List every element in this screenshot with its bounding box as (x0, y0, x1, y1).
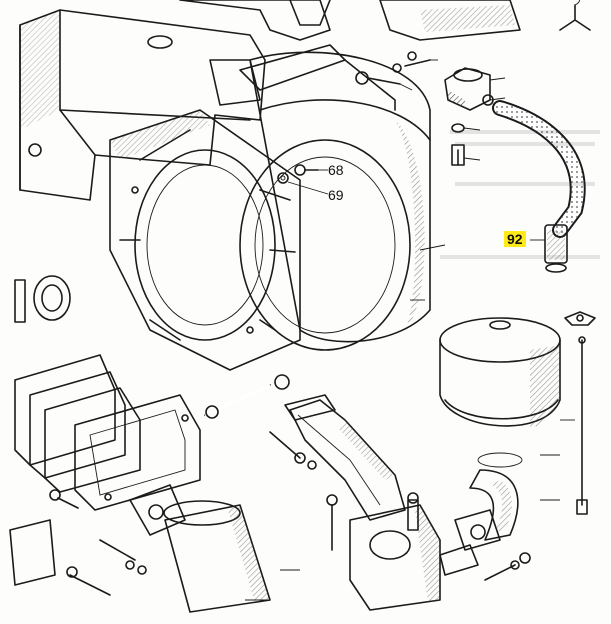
fan-cowl (209, 44, 431, 351)
lower-bracket (9, 519, 147, 596)
tie-rod (576, 336, 588, 515)
engine-shroud (19, 9, 266, 201)
leader-lines (245, 244, 575, 601)
silencer-canister (129, 484, 271, 613)
carburettor (349, 492, 479, 611)
link-rod (204, 374, 290, 419)
fan-frame-ring (109, 109, 301, 371)
bolt-left (49, 489, 79, 509)
page-bleed (440, 130, 600, 259)
callout-68: 68 (328, 162, 344, 178)
small-bolt (451, 123, 481, 166)
bolts-cluster (355, 51, 438, 91)
wing-nut (564, 311, 596, 326)
studs (269, 431, 338, 551)
elbow-duct (454, 469, 519, 551)
callout-69: 69 (328, 187, 344, 203)
callout-92: 92 (504, 231, 526, 247)
union-fitting (444, 67, 506, 111)
rubber-bushing (14, 275, 71, 323)
intake-manifold (284, 394, 406, 521)
breather-hose (492, 100, 586, 273)
lower-right-fasteners (484, 552, 531, 581)
upper-bracket (179, 0, 591, 41)
air-cleaner (439, 317, 561, 468)
washer-69 (277, 172, 329, 195)
cover-plates (14, 354, 201, 511)
screw-68 (294, 164, 328, 176)
